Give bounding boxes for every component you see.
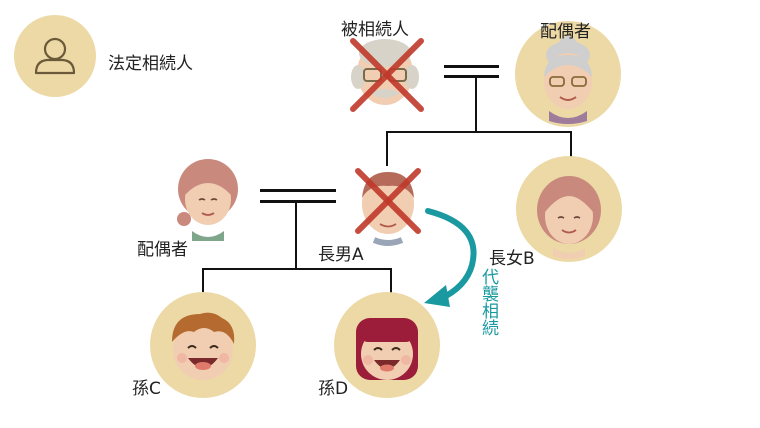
marriage-line-mid-1: [260, 189, 336, 192]
boy-face-icon: [172, 312, 235, 380]
to-eldest-son-line: [386, 131, 388, 166]
deceased-cross-icon: [350, 38, 424, 112]
person-outline-icon: [34, 37, 76, 75]
grandchildren-bar: [202, 268, 392, 270]
top-children-bar: [386, 131, 572, 133]
eldest-daughter-label: 長女B: [489, 249, 535, 269]
top-descent-line: [475, 76, 477, 132]
girl-face-icon: [356, 318, 418, 380]
spouse-top-avatar: [515, 21, 621, 127]
eldest-son-cross-icon: [355, 168, 421, 234]
eldest-son-label: 長男A: [318, 245, 364, 265]
grandchild-c-label: 孫C: [132, 379, 161, 399]
grandchild-d-label: 孫D: [318, 379, 349, 399]
mid-descent-line: [295, 202, 297, 270]
to-grandchild-d-line: [390, 268, 392, 294]
to-grandchild-c-line: [202, 268, 204, 294]
to-eldest-daughter-line: [570, 131, 572, 161]
woman-face-icon: [537, 176, 601, 259]
grandchild-d-avatar: [334, 292, 440, 398]
legend-label: 法定相続人: [108, 54, 193, 74]
grandmother-face-icon: [544, 36, 592, 124]
woman-face-icon: [177, 159, 238, 241]
spouse-top-label: 配偶者: [540, 22, 591, 42]
spouse-mid-label: 配偶者: [137, 240, 188, 260]
deceased-label: 被相続人: [341, 20, 409, 40]
grandchild-c-avatar: [150, 292, 256, 398]
legend-avatar: [14, 15, 96, 97]
curved-arrow-icon: [424, 208, 477, 307]
marriage-line-top-2: [444, 75, 499, 78]
marriage-line-top-1: [444, 65, 499, 68]
representation-label: 代襲相続: [478, 268, 498, 336]
marriage-line-mid-2: [260, 200, 336, 203]
eldest-daughter-avatar: [516, 156, 622, 262]
